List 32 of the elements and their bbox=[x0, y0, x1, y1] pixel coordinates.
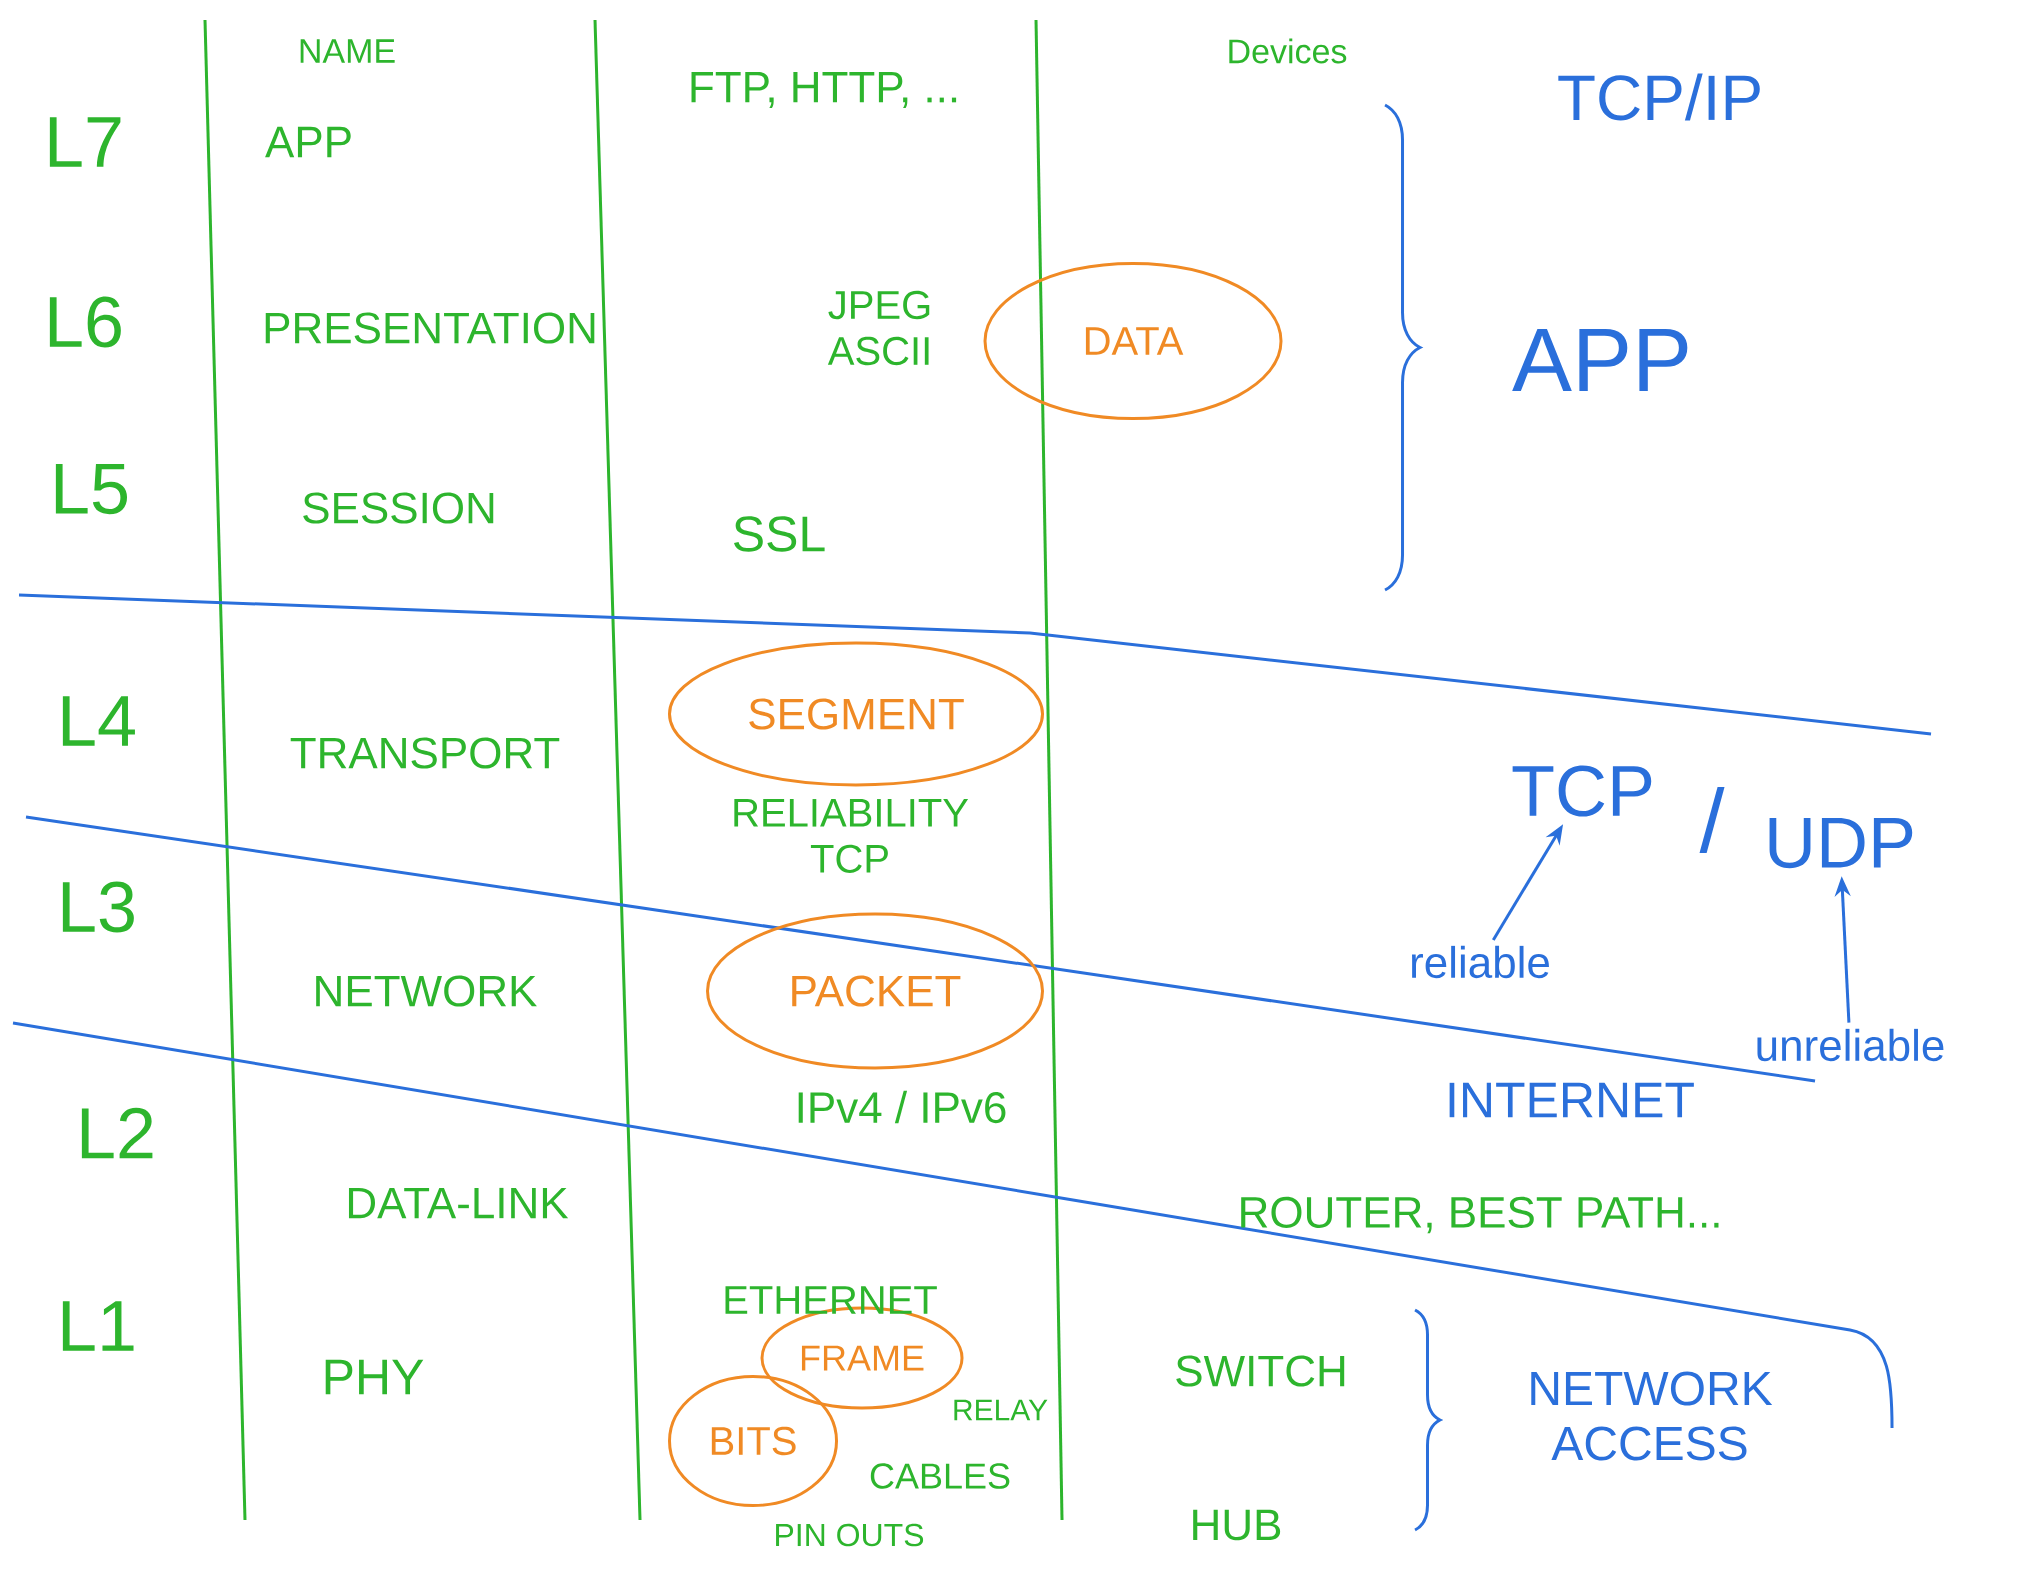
protocol-label: FTP, HTTP, ... bbox=[691, 72, 957, 108]
layer-number: L4 bbox=[62, 696, 135, 746]
layer-number: L6 bbox=[49, 296, 121, 348]
layer-number: L7 bbox=[49, 117, 121, 167]
layer-name: PHY bbox=[325, 1359, 424, 1395]
protocol-label: RELIABILITY TCP bbox=[734, 799, 969, 873]
layer-name: SESSION bbox=[303, 492, 494, 524]
layer-number: L1 bbox=[62, 1301, 134, 1351]
layer-name: NETWORK bbox=[316, 975, 537, 1007]
protocol-label: CABLES bbox=[870, 1463, 1010, 1489]
group-label: NETWORK ACCESS bbox=[1531, 1371, 1773, 1461]
group-label: TCP/IP bbox=[1558, 73, 1760, 121]
device-label: HUB bbox=[1193, 1509, 1281, 1541]
protocol-label: SSL bbox=[734, 516, 825, 552]
column-heading: Devices bbox=[1229, 38, 1347, 64]
group-label: APP bbox=[1512, 329, 1688, 391]
layer-number: L2 bbox=[81, 1107, 153, 1159]
layer-name: APP bbox=[265, 126, 351, 158]
separator: / bbox=[1699, 786, 1725, 854]
layer-name: PRESENTATION bbox=[265, 312, 595, 344]
protocol-label: JPEG ASCII bbox=[827, 290, 930, 366]
layer-name: DATA-LINK bbox=[348, 1187, 569, 1219]
group-label: INTERNET bbox=[1449, 1082, 1694, 1118]
circled-label: DATA bbox=[983, 262, 1283, 420]
layer-name: TRANSPORT bbox=[290, 737, 560, 769]
layer-number: L3 bbox=[62, 881, 134, 933]
protocol-label: PIN OUTS bbox=[776, 1523, 924, 1547]
layer-number: L5 bbox=[55, 463, 127, 515]
annotation-text: TCP bbox=[1512, 765, 1652, 817]
column-heading: NAME bbox=[300, 39, 395, 63]
device-label: SWITCH bbox=[1176, 1355, 1345, 1387]
device-label: ROUTER, BEST PATH... bbox=[1241, 1196, 1719, 1234]
